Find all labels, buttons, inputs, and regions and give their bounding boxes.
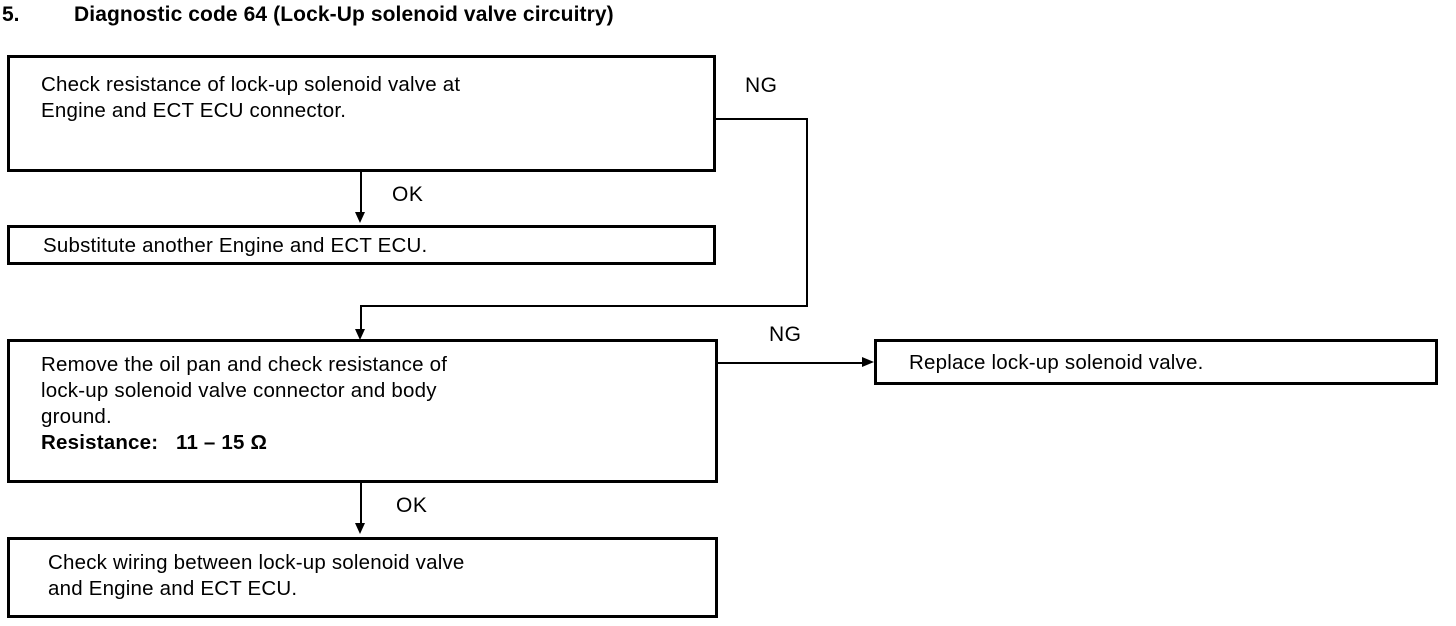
ng-branch-1-segment-left [360, 305, 808, 307]
step-box-substitute-ecu-text: Substitute another Engine and ECT ECU. [43, 234, 428, 257]
branch-label-ok-1: OK [392, 183, 424, 206]
page-heading: 5. Diagnostic code 64 (Lock-Up solenoid … [0, 3, 1000, 33]
ok-branch-1-arrowhead [355, 212, 365, 223]
branch-label-ok-2: OK [396, 494, 428, 517]
step-box-check-resistance-text: Check resistance of lock-up solenoid val… [41, 73, 461, 122]
ok-branch-2-arrowhead [355, 523, 365, 534]
step-box-substitute-ecu: Substitute another Engine and ECT ECU. [7, 225, 716, 265]
branch-label-ng-2: NG [769, 323, 802, 346]
step-box-replace-valve: Replace lock-up solenoid valve. [874, 339, 1438, 385]
heading-number: 5. [2, 3, 20, 26]
step-box-remove-oil-pan-resistance-spec: Resistance: 11 – 15 Ω [41, 431, 268, 454]
branch-label-ng-1: NG [745, 74, 778, 97]
step-box-replace-valve-text: Replace lock-up solenoid valve. [909, 351, 1204, 374]
ng-branch-1-segment-down [806, 118, 808, 307]
ng-branch-1-segment-right [716, 118, 808, 120]
ng-branch-1-segment-into-box3 [360, 305, 362, 331]
ng-branch-1-arrowhead [355, 329, 365, 340]
ng-branch-2-segment-right [718, 362, 866, 364]
step-box-check-wiring: Check wiring between lock-up solenoid va… [7, 537, 718, 618]
page-title: Diagnostic code 64 (Lock-Up solenoid val… [74, 3, 614, 26]
step-box-remove-oil-pan: Remove the oil pan and check resistance … [7, 339, 718, 483]
ok-branch-1-segment [360, 172, 362, 214]
step-box-remove-oil-pan-text: Remove the oil pan and check resistance … [41, 353, 448, 428]
step-box-check-wiring-text: Check wiring between lock-up solenoid va… [48, 551, 465, 600]
ng-branch-2-arrowhead [862, 357, 874, 367]
ok-branch-2-segment [360, 483, 362, 525]
step-box-check-resistance: Check resistance of lock-up solenoid val… [7, 55, 716, 172]
